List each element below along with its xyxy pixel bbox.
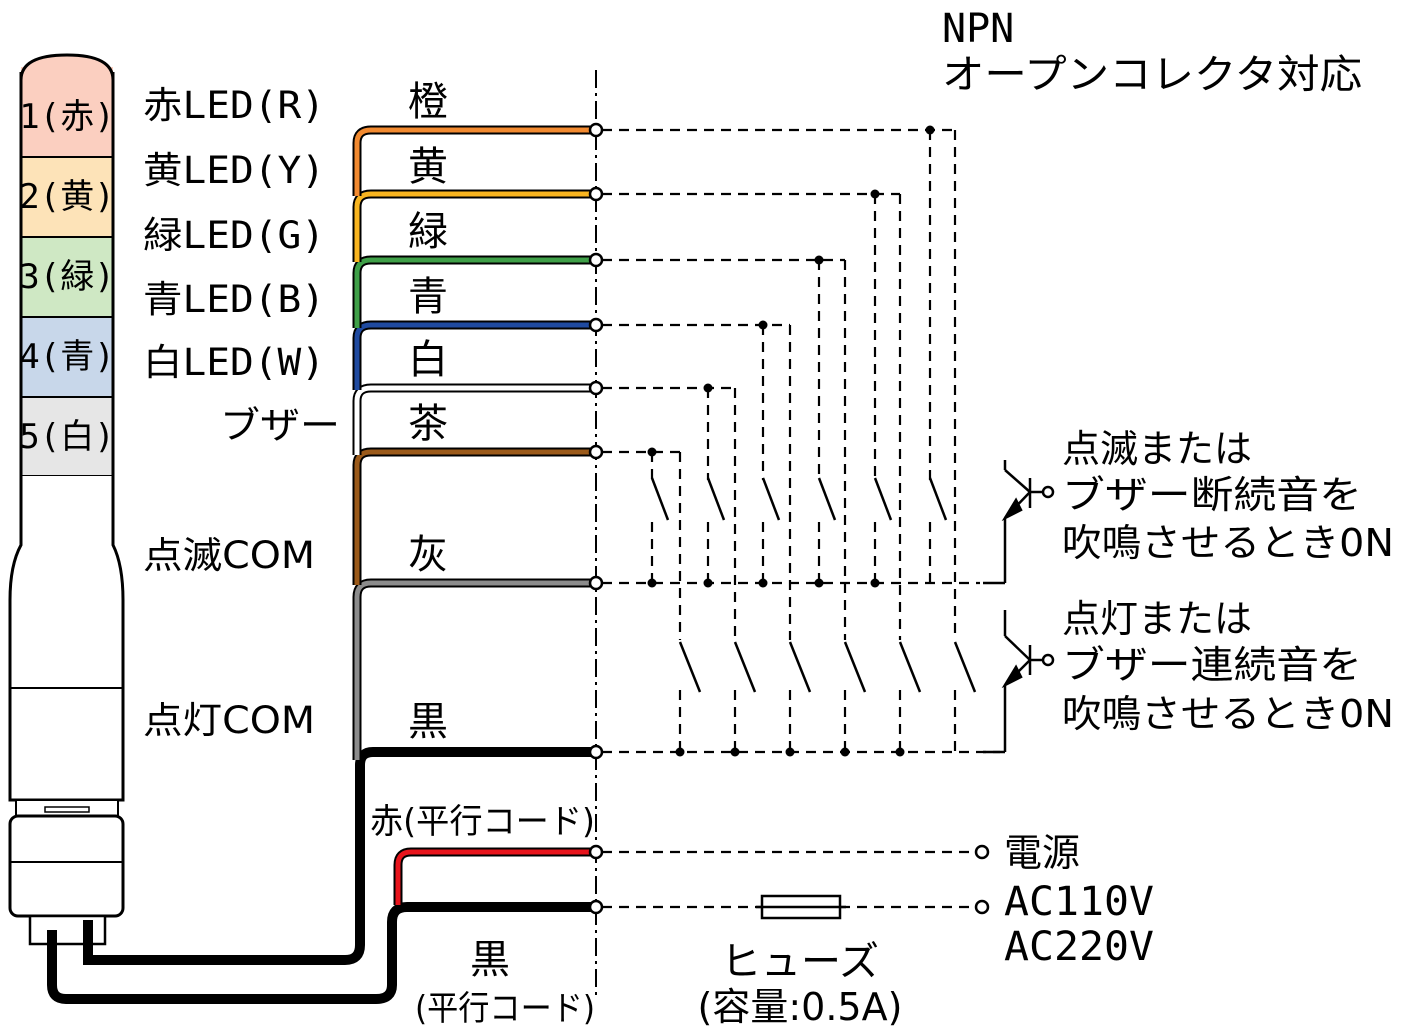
tower-cap	[19, 53, 115, 81]
cable-power-black	[47, 902, 596, 1004]
func-red-led: 赤LED(R)	[143, 84, 325, 127]
wire-label-black: 黒	[408, 699, 448, 745]
cord-black-name: 黒	[470, 937, 510, 983]
tier-3-label: 3(緑)	[19, 257, 114, 297]
tower-base	[8, 814, 125, 918]
transistor-flash	[983, 460, 1055, 585]
wire-blue	[352, 320, 596, 390]
tier-5-label: 5(白)	[19, 417, 114, 457]
wire-bundle	[352, 125, 596, 760]
tier-4-label: 4(青)	[19, 337, 114, 377]
junction-dots	[647, 125, 935, 757]
wire-label-yellow: 黄	[408, 144, 448, 190]
wire-orange	[352, 125, 596, 196]
wire-brown	[352, 447, 596, 585]
header-npn: NPN	[942, 6, 1014, 52]
note-flash-line1: 点滅または	[1062, 427, 1252, 471]
power-terminal-2	[974, 899, 990, 915]
tier-1-label: 1(赤)	[19, 97, 114, 137]
cable-power-red	[393, 847, 596, 905]
note-flash-line2: ブザー断続音を	[1062, 473, 1362, 517]
power-ac110: AC110V	[1004, 879, 1154, 925]
wire-label-blue: 青	[408, 274, 448, 320]
tier-4-bg	[21, 317, 113, 397]
tier-2-label: 2(黄)	[19, 177, 114, 217]
tier-3-bg	[21, 237, 113, 317]
note-light-line1: 点灯または	[1062, 597, 1252, 641]
cord-black-sub: (平行コード)	[415, 989, 595, 1029]
tier-1-bg	[21, 67, 113, 157]
cord-red-label: 赤(平行コード)	[370, 802, 595, 842]
power-terminal-1	[974, 844, 990, 860]
fuse-capacity: (容量:0.5A)	[698, 985, 903, 1029]
func-flash-com: 点滅COM	[143, 534, 315, 577]
wire-label-orange: 橙	[408, 79, 448, 125]
note-flash-line3: 吹鳴させるとき0N	[1062, 521, 1394, 565]
power-label: 電源	[1004, 831, 1080, 875]
note-light-line3: 吹鳴させるとき0N	[1062, 692, 1394, 736]
tier-2-bg	[21, 157, 113, 237]
func-light-com: 点灯COM	[143, 699, 315, 742]
transistor-light	[983, 610, 1055, 754]
func-buzzer: ブザー	[220, 404, 340, 447]
header-open-collector: オープンコレクタ対応	[942, 52, 1362, 98]
external-wiring	[602, 128, 1000, 909]
wire-green	[352, 255, 596, 328]
wire-label-green: 緑	[408, 209, 448, 255]
func-yellow-led: 黄LED(Y)	[143, 149, 325, 192]
wire-white	[352, 383, 596, 455]
switch-contacts	[650, 477, 977, 693]
power-ac220: AC220V	[1004, 924, 1154, 970]
terminals	[588, 122, 604, 915]
func-white-led: 白LED(W)	[143, 341, 325, 384]
wire-gray	[352, 578, 596, 760]
signal-tower: 1(赤) 2(黄) 3(緑) 4(青) 5(白)	[8, 53, 125, 946]
wire-label-white: 白	[408, 337, 448, 383]
cable-signal-bundle	[83, 747, 596, 965]
note-light-line2: ブザー連続音を	[1062, 643, 1362, 687]
fuse-name: ヒューズ	[721, 939, 879, 985]
wire-label-gray: 灰	[408, 532, 448, 578]
wire-label-brown: 茶	[408, 401, 448, 447]
wire-yellow	[352, 189, 596, 262]
func-green-led: 緑LED(G)	[143, 214, 325, 257]
tier-5-bg	[21, 397, 113, 475]
tower-body	[8, 476, 125, 802]
func-blue-led: 青LED(B)	[143, 278, 325, 321]
